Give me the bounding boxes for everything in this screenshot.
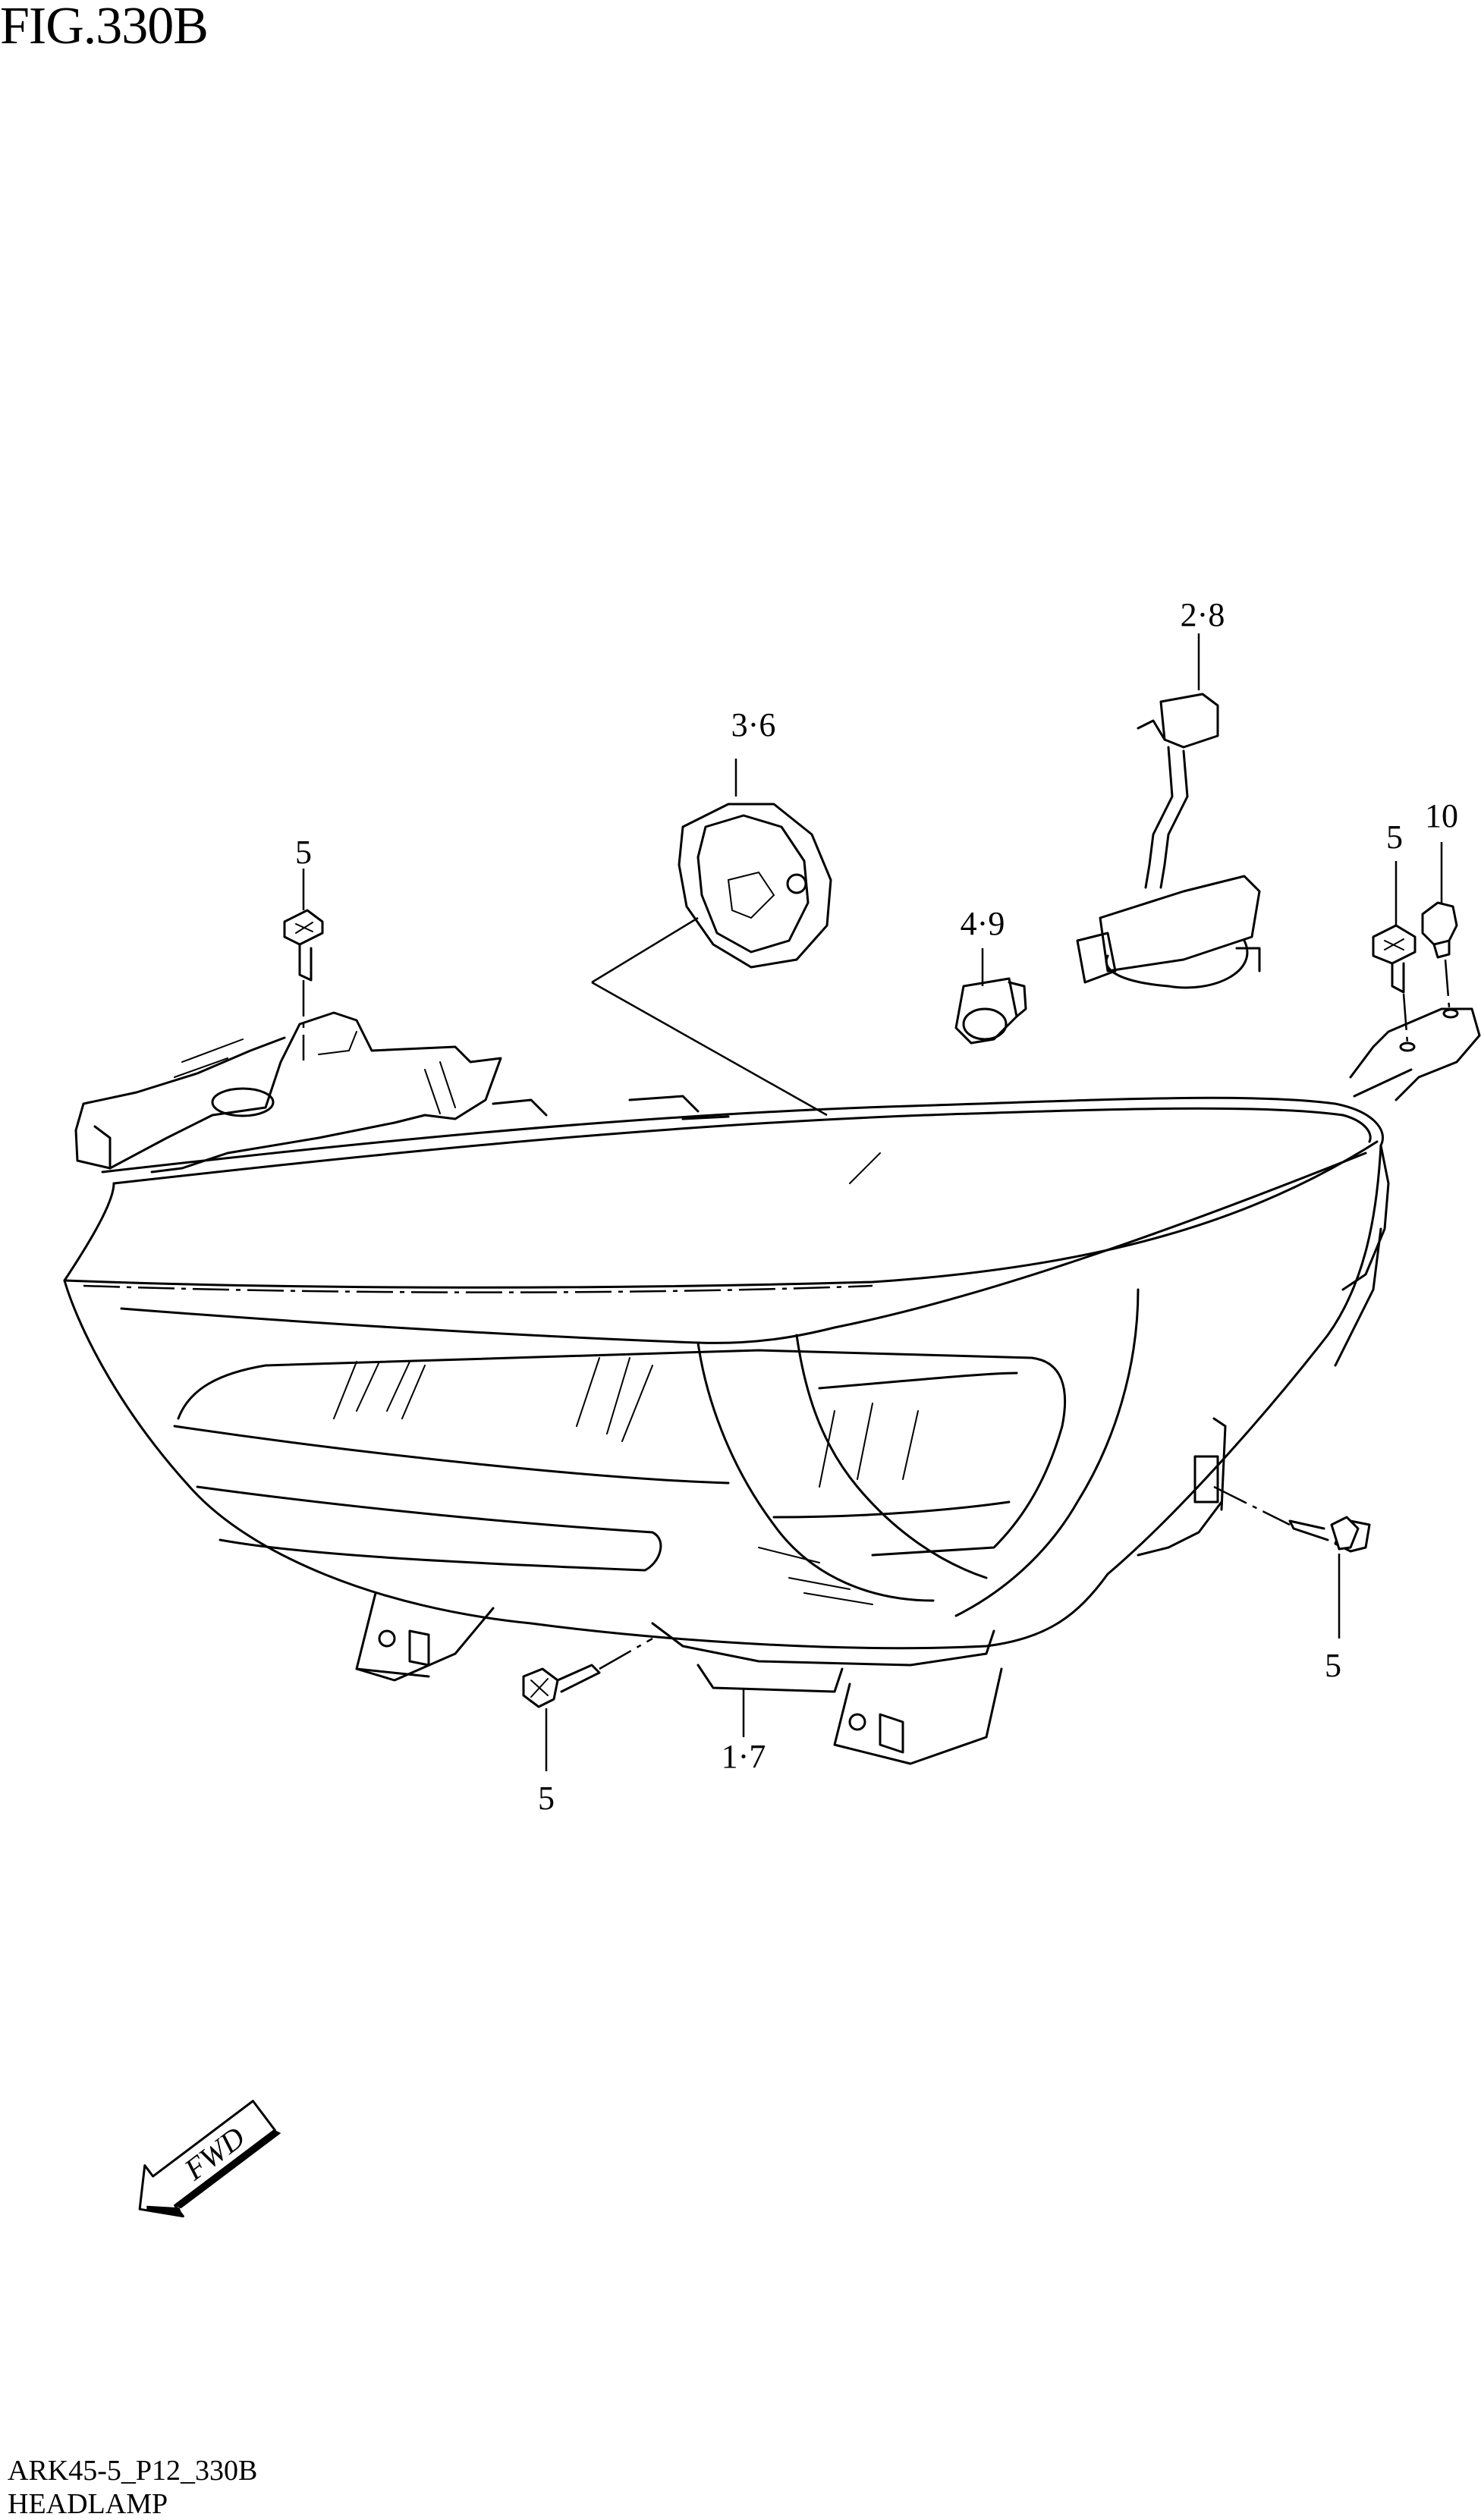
bulb[interactable] bbox=[954, 977, 1027, 1045]
nut-10[interactable] bbox=[1421, 901, 1458, 959]
bolt-top-right[interactable] bbox=[1372, 924, 1417, 994]
headlamp-assembly[interactable] bbox=[63, 1007, 1481, 1765]
callout-5-top-right: 5 bbox=[1386, 819, 1403, 856]
callout-5-top-left: 5 bbox=[295, 834, 312, 871]
bolt-right[interactable] bbox=[1288, 1516, 1371, 1553]
figure-name: HEADLAMP bbox=[8, 2488, 168, 2520]
bolt-bottom[interactable] bbox=[522, 1664, 601, 1708]
bolt-top-left[interactable] bbox=[283, 909, 324, 982]
bulb-holder-harness[interactable] bbox=[1076, 693, 1261, 989]
callout-5-right: 5 bbox=[1325, 1647, 1341, 1684]
callout-5-bottom: 5 bbox=[538, 1780, 555, 1817]
callout-2-8: 2·8 bbox=[1181, 596, 1225, 633]
callout-1-7: 1·7 bbox=[722, 1738, 766, 1775]
figure-code: ARK45-5_P12_330B bbox=[8, 2455, 258, 2487]
callout-10: 10 bbox=[1425, 797, 1458, 834]
callout-3-6: 3·6 bbox=[731, 706, 776, 743]
callout-4-9: 4·9 bbox=[961, 905, 1005, 942]
figure-title: FIG.330B bbox=[0, 0, 209, 55]
fwd-arrow-icon: FWD bbox=[138, 2100, 281, 2218]
socket-cover[interactable] bbox=[678, 803, 832, 969]
